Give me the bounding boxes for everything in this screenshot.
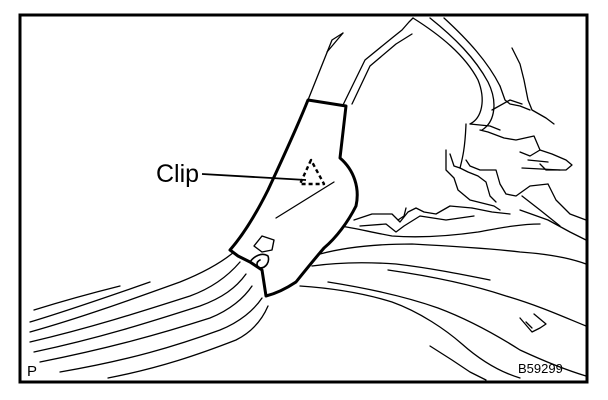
panel-fastener [253,235,275,253]
figure-code: B59299 [518,361,563,376]
clip-label: Clip [156,160,199,188]
trim-panel-outline [228,98,359,298]
panel-hook-tab [249,253,270,269]
body-structure-lines [29,17,587,381]
clip-leader-line [201,173,307,181]
trim-panel [228,98,359,298]
diagram-frame [18,13,589,384]
corner-mark: P [27,363,37,380]
dashed-triangle-icon [298,158,326,186]
clip-marker [298,158,326,186]
panel-crease-line [275,181,335,219]
